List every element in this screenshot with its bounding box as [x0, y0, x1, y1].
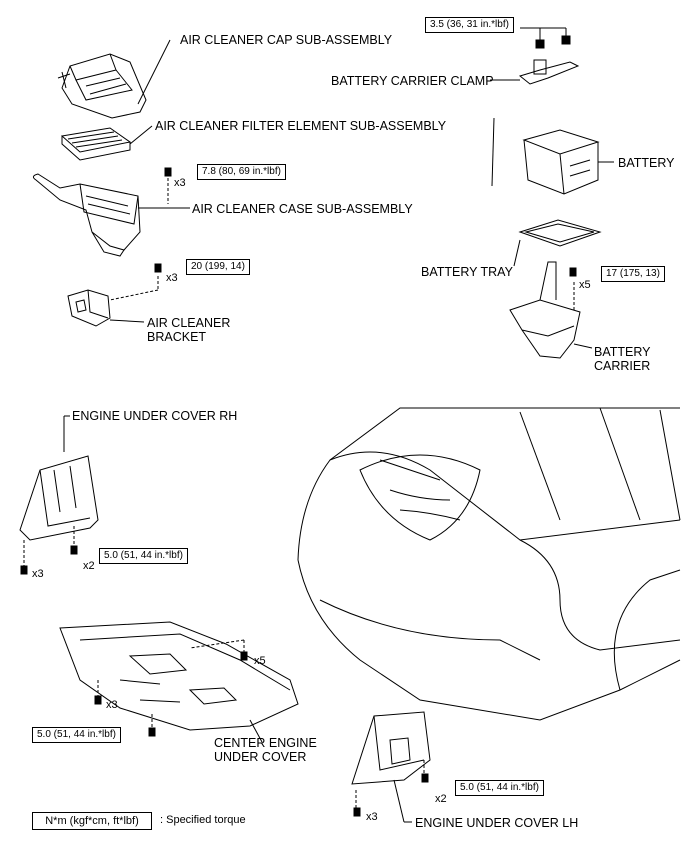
qty-rh-a: x3 — [32, 568, 44, 580]
qty-bracket: x3 — [166, 272, 178, 284]
engine-under-cover-lh-drawing — [351, 711, 431, 823]
air-cleaner-cap-drawing — [57, 39, 171, 119]
battery-carrier-drawing — [509, 261, 593, 359]
qty-case: x3 — [174, 177, 186, 189]
qty-carrier: x5 — [579, 279, 591, 291]
legend-torque-text: : Specified torque — [160, 814, 246, 826]
battery-clamp-drawing — [490, 27, 580, 85]
engine-under-cover-rh-drawing — [19, 415, 99, 566]
torque-lh-cover: 5.0 (51, 44 in.*lbf) — [455, 780, 544, 796]
air-cleaner-bracket-drawing — [67, 276, 159, 327]
vehicle-outline-drawing — [297, 407, 681, 721]
center-under-cover-drawing — [59, 621, 299, 743]
label-air-cleaner-bracket-line2: BRACKET — [147, 330, 207, 344]
air-cleaner-case-drawing — [32, 173, 190, 257]
torque-bracket: 20 (199, 14) — [186, 259, 250, 275]
battery-tray-drawing — [513, 219, 602, 267]
label-center-cover-line1: CENTER ENGINE — [214, 736, 317, 750]
label-battery-carrier-clamp: BATTERY CARRIER CLAMP — [331, 74, 494, 88]
label-air-cleaner-cap: AIR CLEANER CAP SUB-ASSEMBLY — [180, 33, 393, 47]
label-air-cleaner-bracket-line1: AIR CLEANER — [147, 316, 231, 330]
battery-drawing — [522, 129, 614, 195]
torque-carrier: 17 (175, 13) — [601, 266, 665, 282]
qty-lh-b: x3 — [366, 811, 378, 823]
torque-case: 7.8 (80, 69 in.*lbf) — [197, 164, 286, 180]
label-engine-under-cover-rh: ENGINE UNDER COVER RH — [72, 409, 238, 423]
air-cleaner-filter-drawing — [60, 125, 153, 161]
label-air-cleaner-case: AIR CLEANER CASE SUB-ASSEMBLY — [192, 202, 413, 216]
qty-rh-b: x2 — [83, 560, 95, 572]
qty-lh-a: x2 — [435, 793, 447, 805]
qty-center-a: x5 — [254, 655, 266, 667]
qty-center-b: x3 — [106, 699, 118, 711]
torque-center-cover: 5.0 (51, 44 in.*lbf) — [32, 727, 121, 743]
legend-torque-box: N*m (kgf*cm, ft*lbf) — [32, 812, 152, 830]
label-center-cover-line2: UNDER COVER — [214, 750, 307, 764]
torque-rh-cover: 5.0 (51, 44 in.*lbf) — [99, 548, 188, 564]
label-battery: BATTERY — [618, 156, 675, 170]
label-engine-under-cover-lh: ENGINE UNDER COVER LH — [415, 816, 579, 830]
label-battery-carrier-line2: CARRIER — [594, 359, 651, 373]
torque-clamp: 3.5 (36, 31 in.*lbf) — [425, 17, 514, 33]
battery-rod-drawing — [491, 117, 495, 187]
label-air-cleaner-filter: AIR CLEANER FILTER ELEMENT SUB-ASSEMBLY — [155, 119, 447, 133]
label-battery-tray: BATTERY TRAY — [421, 265, 513, 279]
label-battery-carrier-line1: BATTERY — [594, 345, 651, 359]
